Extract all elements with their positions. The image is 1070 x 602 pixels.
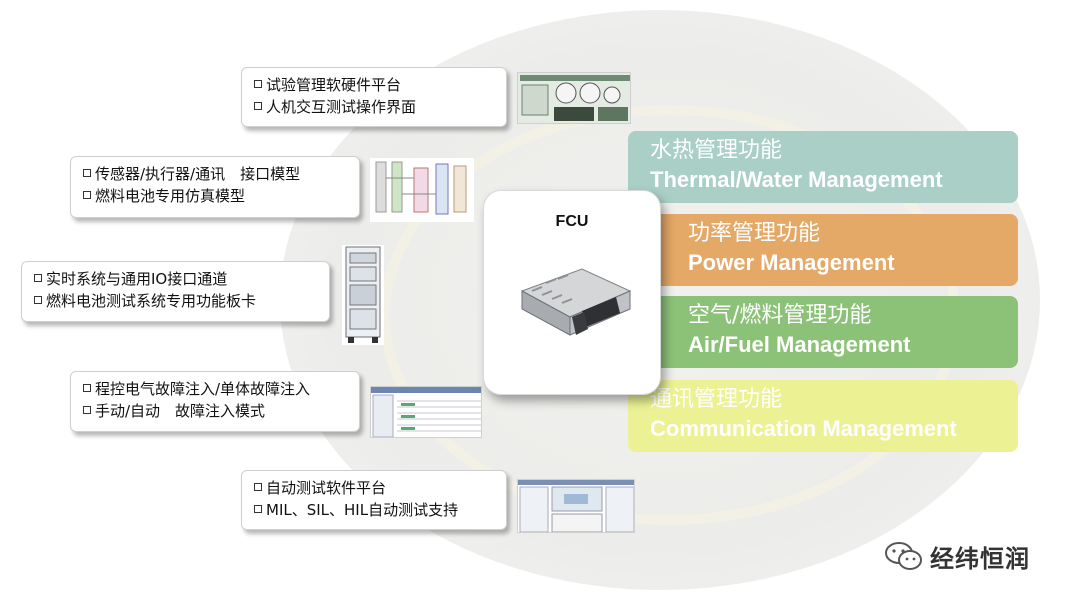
callout-line: 燃料电池测试系统专用功能板卡	[46, 292, 257, 310]
bullet-icon	[83, 405, 91, 414]
cabinet-thumbnail-graphic	[345, 246, 381, 343]
bullet-icon	[34, 273, 42, 282]
bullet-icon	[254, 504, 262, 513]
function-thermal-water: 水热管理功能 Thermal/Water Management	[628, 131, 1018, 203]
callout-models: 传感器/执行器/通讯 接口模型 燃料电池专用仿真模型	[70, 156, 360, 218]
watermark: 经纬恒润	[884, 538, 1030, 574]
callout-line: MIL、SIL、HIL自动测试支持	[266, 501, 459, 519]
callout-auto-test: 自动测试软件平台 MIL、SIL、HIL自动测试支持	[241, 470, 507, 530]
function-air-fuel: 空气/燃料管理功能 Air/Fuel Management	[628, 296, 1018, 368]
bullet-icon	[34, 295, 42, 304]
hmi-screenshot-thumbnail	[517, 72, 631, 124]
hmi-thumbnail-graphic	[518, 73, 630, 123]
test-software-thumbnail-graphic	[518, 480, 634, 532]
cabinet-thumbnail	[342, 245, 384, 345]
ecu-device-image	[520, 268, 632, 336]
callout-line: 实时系统与通用IO接口通道	[46, 270, 228, 288]
bullet-icon	[254, 79, 262, 88]
function-en: Thermal/Water Management	[650, 167, 943, 192]
function-zh: 空气/燃料管理功能	[688, 303, 872, 328]
callout-line: 试验管理软硬件平台	[266, 76, 402, 94]
callout-line: 人机交互测试操作界面	[266, 98, 417, 116]
callout-line: 自动测试软件平台	[266, 479, 387, 497]
test-software-thumbnail	[517, 479, 635, 533]
function-en: Power Management	[688, 250, 895, 275]
function-zh: 水热管理功能	[650, 138, 783, 163]
callout-test-management: 试验管理软硬件平台 人机交互测试操作界面	[241, 67, 507, 127]
bullet-icon	[254, 482, 262, 491]
fault-injection-ui-thumbnail	[370, 386, 482, 438]
fault-ui-thumbnail-graphic	[371, 387, 481, 437]
bullet-icon	[254, 101, 262, 110]
function-zh: 功率管理功能	[688, 221, 821, 246]
callout-line: 手动/自动 故障注入模式	[95, 402, 266, 420]
fcu-title: FCU	[555, 213, 589, 230]
bullet-icon	[83, 168, 91, 177]
function-communication: 通讯管理功能 Communication Management	[628, 380, 1018, 452]
callout-line: 程控电气故障注入/单体故障注入	[95, 380, 311, 398]
bullet-icon	[83, 190, 91, 199]
model-thumbnail-graphic	[375, 161, 467, 215]
model-diagram-thumbnail	[370, 158, 474, 222]
bullet-icon	[83, 383, 91, 392]
function-power: 功率管理功能 Power Management	[628, 214, 1018, 286]
watermark-text: 经纬恒润	[930, 544, 1030, 573]
callout-line: 传感器/执行器/通讯 接口模型	[95, 165, 301, 183]
wechat-icon	[885, 542, 922, 570]
callout-line: 燃料电池专用仿真模型	[95, 187, 246, 205]
callout-fault-injection: 程控电气故障注入/单体故障注入 手动/自动 故障注入模式	[70, 371, 360, 432]
function-en: Communication Management	[650, 416, 957, 441]
function-en: Air/Fuel Management	[688, 332, 911, 357]
fcu-box: FCU	[483, 190, 661, 395]
callout-realtime-io: 实时系统与通用IO接口通道 燃料电池测试系统专用功能板卡	[21, 261, 330, 322]
function-zh: 通讯管理功能	[650, 387, 783, 412]
